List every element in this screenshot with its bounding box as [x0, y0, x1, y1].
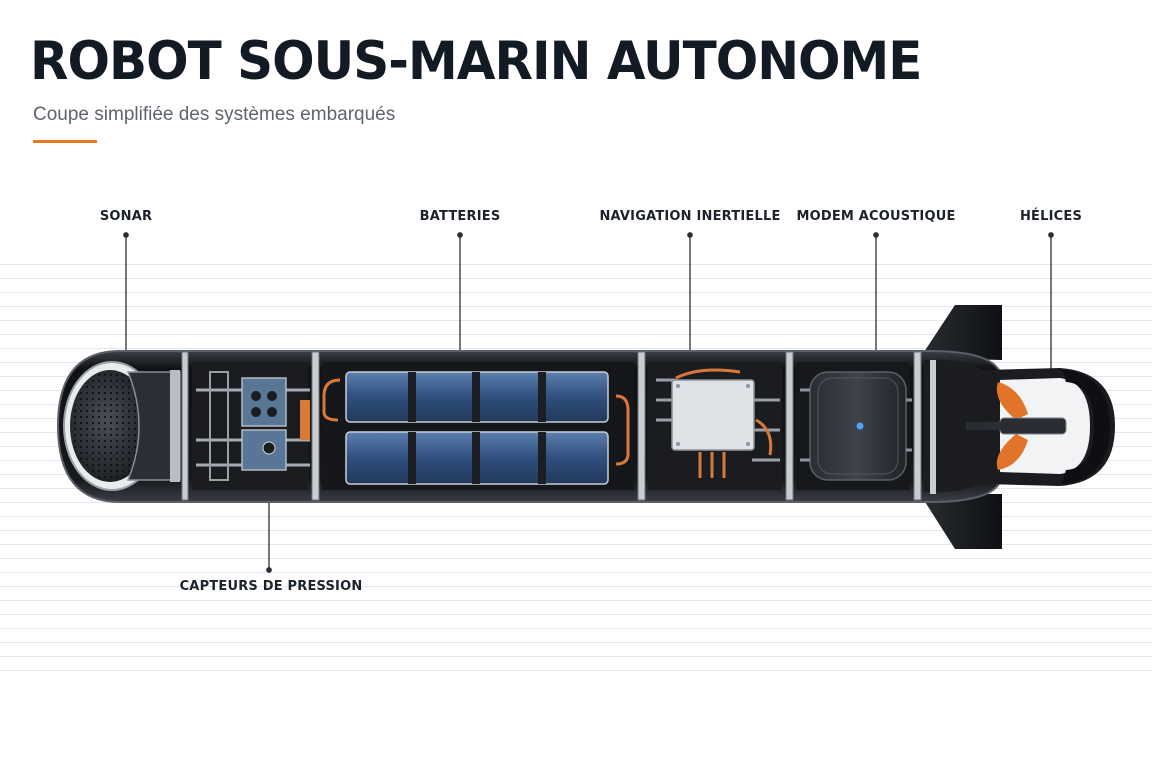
tail-fins [920, 305, 1002, 549]
label-modem: MODEM ACOUSTIQUE [796, 209, 956, 224]
label-navigation: NAVIGATION INERTIELLE [599, 209, 781, 224]
label-helices: HÉLICES [1019, 209, 1083, 224]
page-title: ROBOT SOUS-MARIN AUTONOME [30, 30, 922, 92]
battery-row-bottom [345, 431, 609, 485]
battery-bay [322, 362, 634, 490]
propeller-blades [966, 382, 1067, 470]
page-subtitle: Coupe simplifiée des systèmes embarqués [33, 104, 396, 125]
pressure-sensor-bay [192, 362, 310, 490]
navigation-bay [648, 362, 782, 490]
label-batteries: BATTERIES [419, 209, 501, 224]
sonar-dome [63, 361, 181, 491]
label-capteurs: CAPTEURS DE PRESSION [179, 579, 363, 594]
bulkheads [181, 351, 922, 501]
label-sonar: SONAR [99, 209, 153, 224]
battery-row-top [345, 371, 609, 423]
accent-underline [33, 140, 97, 143]
modem-bay [796, 362, 912, 490]
tail-cone [924, 359, 985, 494]
